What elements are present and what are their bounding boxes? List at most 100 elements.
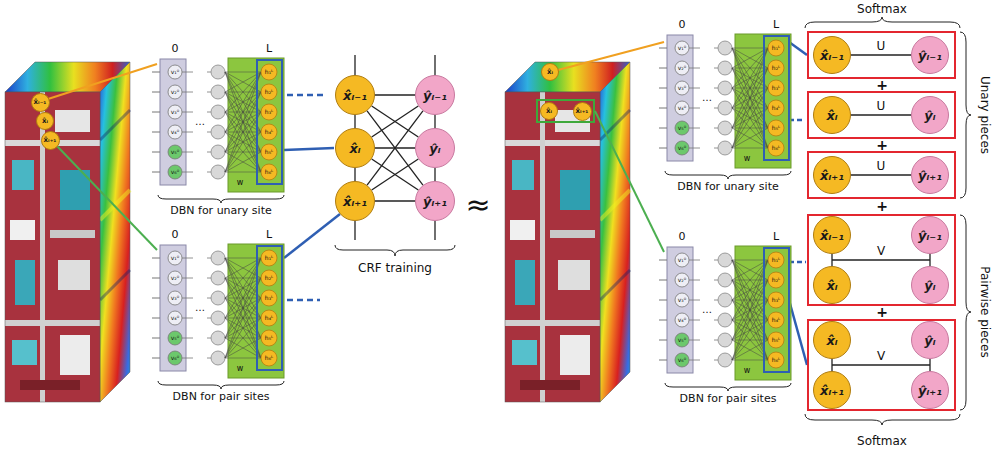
feature-frame [764,36,789,160]
text-label: DBN for pair sites [173,391,270,402]
rbm-weight [732,260,768,300]
layer-stub [182,338,193,339]
top-unit [261,164,277,180]
visible-layer [667,247,693,373]
layer-stub [207,338,211,339]
unit-label: v₆⁰ [171,355,179,361]
top-unit [261,144,277,160]
layer-stub [689,360,700,361]
rbm-weight [225,258,261,298]
graph-edge [851,174,911,175]
layer-stub [689,280,700,281]
layer-stub [182,152,193,153]
chain-stub [434,221,435,240]
node-text: x̂ᵢ [826,279,837,292]
top-unit [261,64,277,80]
rbm-weight [732,260,768,340]
input-stub [152,112,160,113]
dbn-network [152,244,284,389]
rbm-weight [225,258,261,338]
top-unit [768,332,784,348]
visible-unit [675,81,689,95]
unit-label: h₃ᴸ [772,297,780,303]
hidden-unit [718,253,732,267]
feature-node: x̂ᵢ [813,321,851,359]
rbm-weight [225,258,261,338]
feature-node: x̂ᵢ₋₁ [335,75,375,115]
input-stub [659,48,667,49]
layer-stub [689,340,700,341]
top-unit [261,350,277,366]
top-unit [768,80,784,96]
layer-stub [207,172,211,173]
top-unit [768,120,784,136]
unit-label: v₄⁰ [678,317,686,323]
label-node: ŷᵢ₊₁ [911,156,949,194]
top-unit [768,352,784,368]
input-stub [152,172,160,173]
rbm-weight [732,48,768,148]
pairwise-link [832,259,930,260]
graph-edge [375,200,415,201]
input-stub [659,320,667,321]
chain-stub [354,221,355,240]
unit-label: v₆⁰ [678,357,686,363]
rbm-weight [732,260,768,320]
unit-label: h₄ᴸ [772,105,780,111]
rbm-weight [732,148,768,149]
unit-label: h₁ᴸ [772,257,780,263]
label-node: ŷᵢ [911,96,949,134]
unit-label: h₆ᴸ [265,355,273,361]
node-text: x̂ᵢ₊₁ [820,384,844,397]
top-unit [261,104,277,120]
hidden-unit [718,313,732,327]
unit-label: v₅⁰ [171,149,179,155]
unit-label: h₁ᴸ [772,45,780,51]
node-text: x̂ᵢ₊₁ [44,137,57,144]
group-label: Unary pieces [979,76,991,154]
text-label: w [237,365,244,373]
rbm-weight [732,48,768,108]
input-stub [659,300,667,301]
dbn-network [659,246,791,391]
rbm-weight [225,92,261,172]
hidden-unit [211,65,225,79]
text-label: Softmax [857,3,907,15]
hidden-unit [718,293,732,307]
graph-edge [354,115,355,128]
unit-label: h₂ᴸ [265,89,273,95]
hidden-unit [718,101,732,115]
hidden-unit [718,121,732,135]
hidden-unit [718,141,732,155]
rbm-weight [732,260,768,300]
feature-line [789,42,807,55]
piece-box [808,215,955,305]
visible-layer [667,35,693,161]
rbm-weight [732,48,768,68]
rbm-weight [732,260,768,320]
text-label: … [702,93,712,103]
rbm-weight [225,172,261,173]
visible-unit [675,41,689,55]
label-node: ŷᵢ₊₁ [911,371,949,409]
pair-feed-line [595,111,664,252]
top-unit [261,330,277,346]
rbm-weight [225,298,261,358]
input-stub [152,278,160,279]
unit-label: h₆ᴸ [772,357,780,363]
layer-stub [689,260,700,261]
node-text: x̂ᵢ₊₁ [576,108,589,115]
brace [665,171,791,179]
layer-stub [689,148,700,149]
graph-edge [851,114,911,115]
rbm-weight [225,258,261,318]
unit-label: h₅ᴸ [772,337,780,343]
visible-unit [675,293,689,307]
rbm-weight [225,72,261,112]
layer-stub [182,298,193,299]
hidden-unit [718,333,732,347]
rbm-weight [225,72,261,92]
input-stub [659,88,667,89]
text-label: 0 [679,231,686,242]
rbm-weight [225,258,261,318]
